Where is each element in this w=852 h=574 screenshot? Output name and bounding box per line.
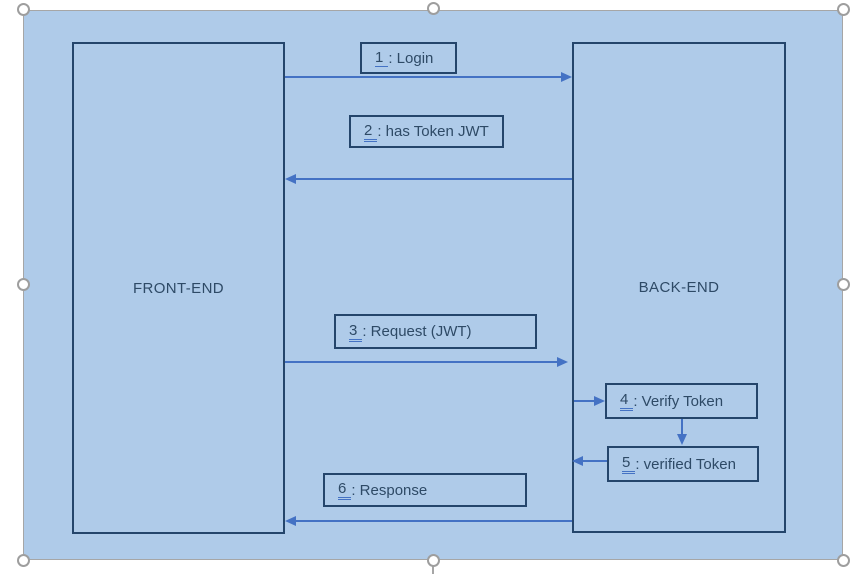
message-box-4-verify-token[interactable]: 4: Verify Token — [605, 383, 758, 419]
arrow-1-arrowhead-right — [561, 72, 572, 82]
arrow-2-arrowhead-left — [285, 174, 296, 184]
arrow-6-line[interactable] — [295, 520, 572, 522]
selection-handle-stem — [432, 560, 434, 574]
message-3-number: 3 — [349, 322, 363, 342]
selection-handle-top-left[interactable] — [17, 3, 30, 16]
actor-label-frontend: FRONT-END — [132, 279, 225, 297]
actor-box-backend[interactable]: BACK-END — [572, 42, 786, 533]
arrow-6-arrowhead-left — [285, 516, 296, 526]
arrow-4-arrowhead-right — [594, 396, 605, 406]
selection-handle-middle-right[interactable] — [837, 278, 850, 291]
message-4-number: 4 — [620, 391, 634, 411]
selection-handle-top-right[interactable] — [837, 3, 850, 16]
message-box-6-response[interactable]: 6: Response — [323, 473, 527, 507]
message-5-number: 5 — [622, 454, 636, 474]
arrow-2-line[interactable] — [295, 178, 572, 180]
arrow-1-line[interactable] — [285, 76, 563, 78]
message-1-number: 1 — [375, 49, 389, 67]
message-4-label: : Verify Token — [633, 392, 724, 410]
selection-handle-bottom-left[interactable] — [17, 554, 30, 567]
message-box-2-has-token-jwt[interactable]: 2: has Token JWT — [349, 115, 504, 148]
selection-handle-bottom-center[interactable] — [427, 554, 440, 567]
arrow-5-arrowhead-left — [572, 456, 583, 466]
arrow-5-line[interactable] — [582, 460, 607, 462]
actor-box-frontend[interactable]: FRONT-END — [72, 42, 285, 534]
message-5-label: : verified Token — [635, 455, 736, 473]
arrow-4-line[interactable] — [574, 400, 596, 402]
arrow-3-line[interactable] — [285, 361, 558, 363]
message-3-label: : Request (JWT) — [362, 323, 472, 340]
message-box-3-request-jwt[interactable]: 3: Request (JWT) — [334, 314, 537, 349]
selection-handle-top-center[interactable] — [427, 2, 440, 15]
arrow-4-to-5-line[interactable] — [681, 419, 683, 436]
slide-canvas[interactable] — [23, 10, 843, 560]
message-6-number: 6 — [338, 480, 352, 500]
arrow-4-to-5-arrowhead-down — [677, 434, 687, 445]
arrow-3-arrowhead-right — [557, 357, 568, 367]
message-6-label: : Response — [351, 481, 428, 499]
message-2-label: : has Token JWT — [377, 123, 489, 140]
message-box-5-verified-token[interactable]: 5: verified Token — [607, 446, 759, 482]
message-1-label: : Login — [388, 49, 434, 67]
selection-handle-middle-left[interactable] — [17, 278, 30, 291]
message-2-number: 2 — [364, 122, 378, 142]
selection-handle-bottom-right[interactable] — [837, 554, 850, 567]
message-box-1-login[interactable]: 1: Login — [360, 42, 457, 74]
actor-label-backend: BACK-END — [638, 279, 720, 296]
